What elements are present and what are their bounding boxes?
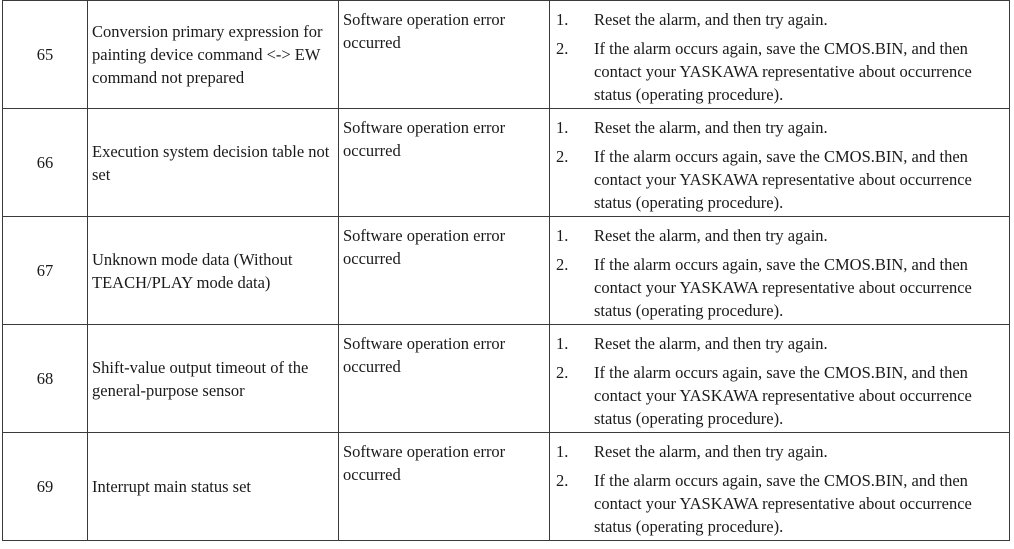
step-number: 2. bbox=[556, 255, 569, 274]
table-row: 69 Interrupt main status set Software op… bbox=[2, 432, 1010, 541]
table-row: 65 Conversion primary expression for pai… bbox=[2, 0, 1010, 109]
step-text: Reset the alarm, and then try again. bbox=[594, 334, 828, 353]
alarm-name: Conversion primary expression for painti… bbox=[87, 0, 339, 109]
alarm-number: 68 bbox=[2, 324, 88, 433]
alarm-remedy: 1. Reset the alarm, and then try again. … bbox=[549, 432, 1010, 541]
step-number: 1. bbox=[556, 334, 569, 353]
remedy-step: 1. Reset the alarm, and then try again. bbox=[556, 332, 1001, 355]
alarm-name: Interrupt main status set bbox=[87, 432, 339, 541]
step-text: If the alarm occurs again, save the CMOS… bbox=[594, 363, 972, 428]
alarm-remedy: 1. Reset the alarm, and then try again. … bbox=[549, 0, 1010, 109]
remedy-step: 1. Reset the alarm, and then try again. bbox=[556, 116, 1001, 139]
step-number: 2. bbox=[556, 147, 569, 166]
step-number: 1. bbox=[556, 226, 569, 245]
alarm-cause: Software operation error occurred bbox=[338, 432, 550, 541]
alarm-number: 69 bbox=[2, 432, 88, 541]
alarm-cause: Software operation error occurred bbox=[338, 216, 550, 325]
step-text: Reset the alarm, and then try again. bbox=[594, 442, 828, 461]
step-text: If the alarm occurs again, save the CMOS… bbox=[594, 147, 972, 212]
alarm-name: Shift-value output timeout of the genera… bbox=[87, 324, 339, 433]
table-row: 67 Unknown mode data (Without TEACH/PLAY… bbox=[2, 216, 1010, 325]
step-text: If the alarm occurs again, save the CMOS… bbox=[594, 255, 972, 320]
alarm-cause: Software operation error occurred bbox=[338, 324, 550, 433]
remedy-step: 1. Reset the alarm, and then try again. bbox=[556, 8, 1001, 31]
step-number: 2. bbox=[556, 39, 569, 58]
alarm-remedy: 1. Reset the alarm, and then try again. … bbox=[549, 108, 1010, 217]
remedy-step: 2. If the alarm occurs again, save the C… bbox=[556, 469, 1001, 538]
step-number: 1. bbox=[556, 10, 569, 29]
step-text: Reset the alarm, and then try again. bbox=[594, 10, 828, 29]
remedy-step: 2. If the alarm occurs again, save the C… bbox=[556, 253, 1001, 322]
step-text: Reset the alarm, and then try again. bbox=[594, 118, 828, 137]
remedy-step: 2. If the alarm occurs again, save the C… bbox=[556, 145, 1001, 214]
alarm-name: Unknown mode data (Without TEACH/PLAY mo… bbox=[87, 216, 339, 325]
step-text: Reset the alarm, and then try again. bbox=[594, 226, 828, 245]
remedy-step: 2. If the alarm occurs again, save the C… bbox=[556, 361, 1001, 430]
alarm-remedy: 1. Reset the alarm, and then try again. … bbox=[549, 324, 1010, 433]
alarm-name: Execution system decision table not set bbox=[87, 108, 339, 217]
alarm-number: 65 bbox=[2, 0, 88, 109]
step-text: If the alarm occurs again, save the CMOS… bbox=[594, 39, 972, 104]
remedy-step: 1. Reset the alarm, and then try again. bbox=[556, 440, 1001, 463]
step-number: 1. bbox=[556, 442, 569, 461]
alarm-cause: Software operation error occurred bbox=[338, 0, 550, 109]
step-text: If the alarm occurs again, save the CMOS… bbox=[594, 471, 972, 536]
alarm-number: 66 bbox=[2, 108, 88, 217]
alarm-table: 65 Conversion primary expression for pai… bbox=[2, 0, 1010, 541]
table-row: 68 Shift-value output timeout of the gen… bbox=[2, 324, 1010, 433]
remedy-step: 2. If the alarm occurs again, save the C… bbox=[556, 37, 1001, 106]
alarm-remedy: 1. Reset the alarm, and then try again. … bbox=[549, 216, 1010, 325]
alarm-cause: Software operation error occurred bbox=[338, 108, 550, 217]
step-number: 2. bbox=[556, 363, 569, 382]
alarm-number: 67 bbox=[2, 216, 88, 325]
step-number: 2. bbox=[556, 471, 569, 490]
step-number: 1. bbox=[556, 118, 569, 137]
remedy-step: 1. Reset the alarm, and then try again. bbox=[556, 224, 1001, 247]
table-row: 66 Execution system decision table not s… bbox=[2, 108, 1010, 217]
